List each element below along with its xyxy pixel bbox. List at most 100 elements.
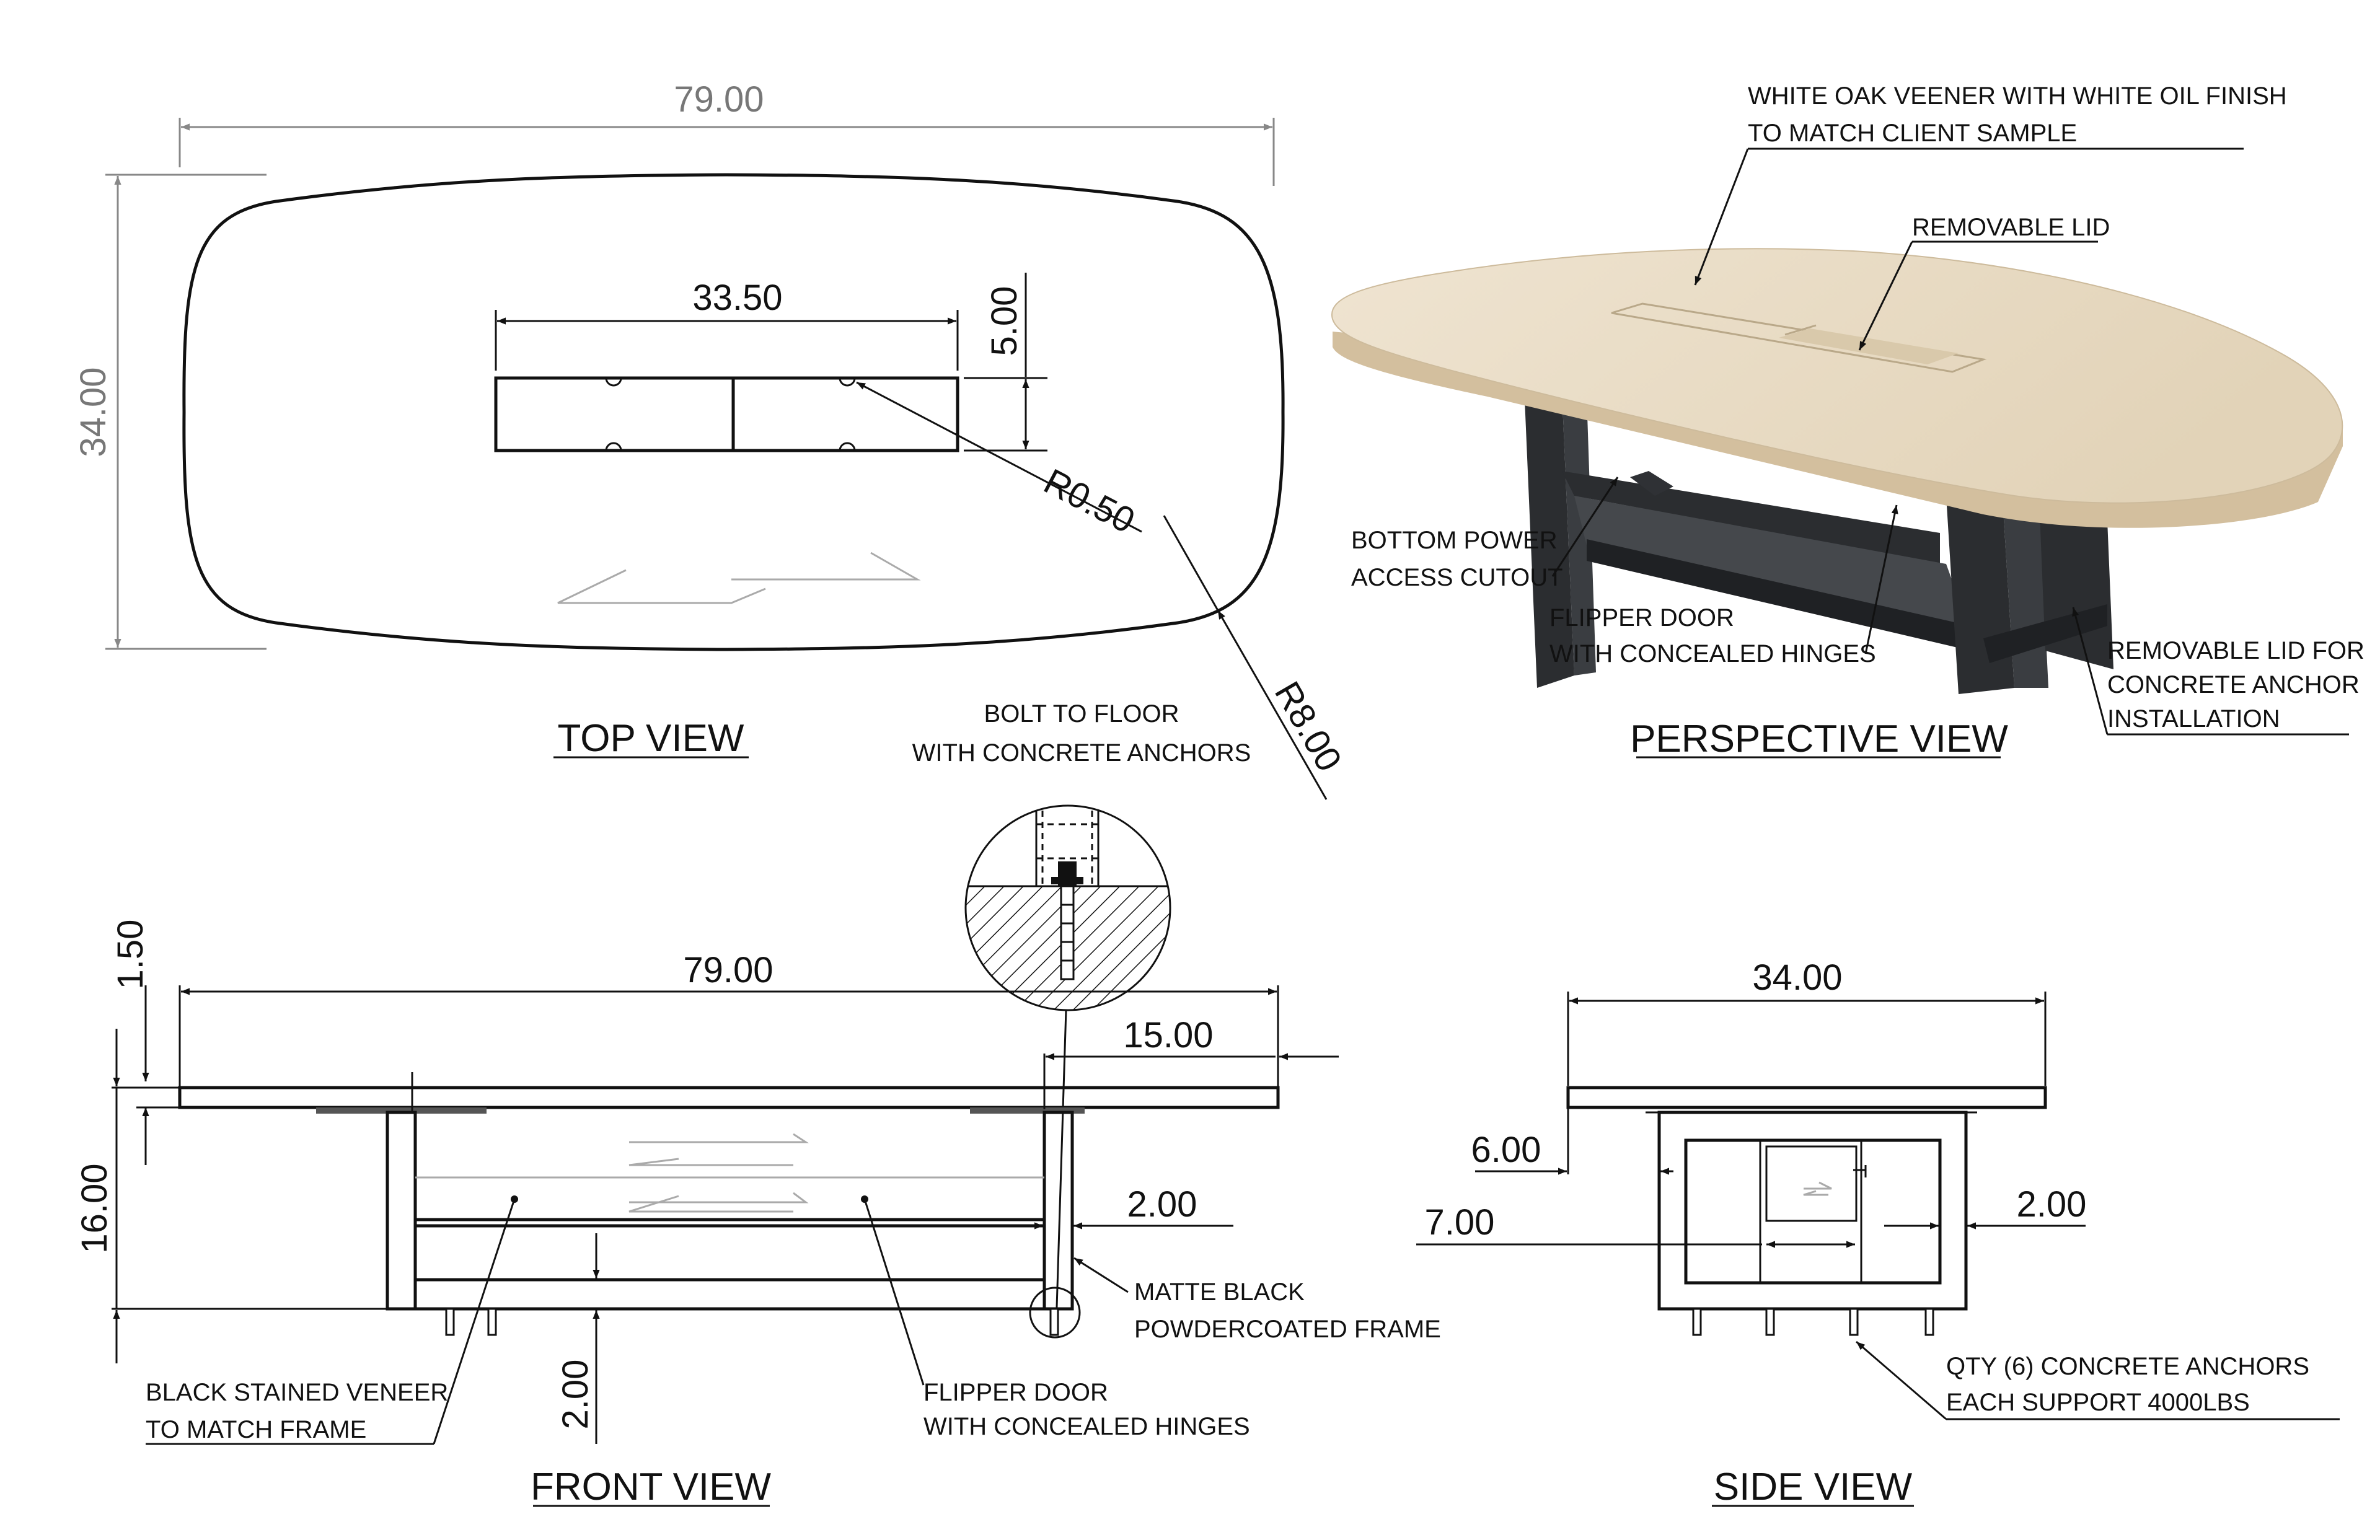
- frame-callout-line1: MATTE BLACK: [1134, 1278, 1305, 1306]
- finish-callout-line1: WHITE OAK VEENER WITH WHITE OIL FINISH: [1748, 82, 2287, 110]
- reflection-mark: [1803, 1190, 1828, 1196]
- anchor-bolt: [1060, 885, 1075, 980]
- power-cutout: [494, 376, 959, 452]
- power-callout-line1: BOTTOM POWER: [1351, 527, 1558, 554]
- perspective-view-title: PERSPECTIVE VIEW: [1630, 718, 2008, 760]
- finish-callout-line2: TO MATCH CLIENT SAMPLE: [1748, 120, 2077, 147]
- edge-radius-leader: [1163, 515, 1219, 611]
- radius-leader: [856, 381, 1142, 533]
- side-view-title: SIDE VIEW: [1714, 1466, 1913, 1508]
- anchor-washer: [1051, 877, 1083, 884]
- side-table-top: [1566, 1086, 2047, 1109]
- reflection-mark: [628, 1195, 793, 1213]
- cutout-notch: [839, 377, 856, 387]
- reflection-mark: [731, 552, 921, 581]
- flipper-leader: [1864, 504, 1898, 654]
- front-leg-left: [386, 1111, 417, 1311]
- flipper-callout-line2: WITH CONCEALED HINGES: [1549, 640, 1876, 667]
- finish-leader: [1694, 148, 1749, 286]
- bolt-callout-line2: WITH CONCRETE ANCHORS: [912, 739, 1251, 767]
- side-frame-opening: [1684, 1138, 1942, 1285]
- front-view-title: FRONT VIEW: [531, 1466, 772, 1508]
- anchor-bolt: [1849, 1308, 1859, 1336]
- anchor-bolt: [487, 1308, 497, 1336]
- frame-leg-left: [1525, 390, 1574, 688]
- lid-outline: [1611, 302, 1987, 373]
- front-view: 79.00 1.50 16.00: [74, 920, 1441, 1508]
- leader-dot: [861, 1195, 868, 1203]
- table-top-outline: [182, 173, 1285, 651]
- top-thickness-dim: 1.50: [110, 920, 151, 990]
- lid-divider: [1784, 324, 1817, 336]
- reflection-mark: [629, 1192, 809, 1203]
- top-view-title: TOP VIEW: [558, 717, 744, 760]
- front-table-top: [178, 1086, 1280, 1109]
- anchor-bolt: [445, 1308, 455, 1336]
- anchor-lid-callout-line3: INSTALLATION: [2107, 705, 2280, 733]
- cutout-notch: [605, 377, 622, 387]
- side-width-dim: 34.00: [1752, 957, 1842, 998]
- table-top-surface: [1331, 248, 2343, 504]
- top-view: 79.00 34.00 33.50 5.00 R0.50 R8.0: [73, 79, 1350, 800]
- anchor-lid-callout-line2: CONCRETE ANCHOR: [2107, 671, 2360, 698]
- top-length-dim: 79.00: [674, 79, 764, 120]
- anchor-bolt: [1692, 1308, 1702, 1336]
- front-flipper-callout-line1: FLIPPER DOOR: [923, 1379, 1108, 1406]
- veneer-leader: [433, 1199, 516, 1445]
- lid-leader: [1858, 241, 1913, 351]
- anchor-bolt: [1924, 1308, 1934, 1336]
- frame-leg-left-side: [1562, 390, 1596, 675]
- front-bottom-bar-dim: 2.00: [555, 1360, 596, 1430]
- edge-radius-dim: R8.00: [1267, 675, 1350, 778]
- anchor-bolts: [445, 1308, 1059, 1336]
- frame-callout-line2: POWDERCOATED FRAME: [1134, 1316, 1441, 1343]
- anchor-lid-callout-line1: REMOVABLE LID FOR: [2107, 637, 2365, 664]
- anchors-leader: [1856, 1340, 1947, 1420]
- front-base-bar: [413, 1278, 1046, 1311]
- reflection-mark: [1804, 1181, 1832, 1190]
- frame-base-front: [1587, 539, 1971, 651]
- veneer-callout-line1: BLACK STAINED VENEER: [146, 1379, 448, 1406]
- edge-radius-leader: [1217, 610, 1328, 800]
- corner-radius-dim: R0.50: [1038, 461, 1141, 541]
- lid-callout: REMOVABLE LID: [1912, 214, 2110, 241]
- power-callout-line2: ACCESS CUTOUT: [1351, 564, 1563, 591]
- flipper-leader: [863, 1199, 925, 1386]
- top-cleat: [316, 1107, 487, 1114]
- front-offset-dim: 15.00: [1123, 1015, 1213, 1055]
- bolt-callout-line1: BOLT TO FLOOR: [984, 700, 1179, 728]
- front-stretcher: [413, 1218, 1046, 1228]
- perspective-view: WHITE OAK VEENER WITH WHITE OIL FINISH T…: [1331, 82, 2365, 760]
- frame-leader: [1073, 1257, 1129, 1293]
- cutout-width-dim: 5.00: [984, 286, 1025, 356]
- side-frame-width-dim: 2.00: [2017, 1184, 2087, 1225]
- detail-marker: [1029, 1287, 1081, 1339]
- veneer-callout-line2: TO MATCH FRAME: [146, 1416, 366, 1443]
- side-anchor-bolts: [1692, 1308, 1934, 1336]
- reflection-mark: [557, 569, 766, 604]
- cutout-notch: [605, 442, 622, 451]
- side-overhang-dim: 6.00: [1471, 1130, 1541, 1170]
- front-flipper-callout-line2: WITH CONCEALED HINGES: [923, 1413, 1250, 1440]
- front-length-dim: 79.00: [683, 950, 773, 990]
- top-width-dim: 34.00: [73, 367, 113, 457]
- anchor-detail: BOLT TO FLOOR WITH CONCRETE ANCHORS: [912, 700, 1251, 1308]
- flipper-callout-line1: FLIPPER DOOR: [1549, 604, 1734, 631]
- removable-lid: [1779, 328, 1959, 364]
- cutout-length-dim: 33.50: [692, 278, 782, 318]
- cutout-notch: [839, 442, 856, 451]
- front-height-dim: 16.00: [74, 1163, 115, 1253]
- power-access-cutout: [1630, 471, 1673, 496]
- anchors-callout-line1: QTY (6) CONCRETE ANCHORS: [1946, 1353, 2309, 1380]
- side-inset-dim: 7.00: [1425, 1202, 1495, 1243]
- reflection-mark: [629, 1133, 809, 1143]
- front-frame-width-dim: 2.00: [1127, 1184, 1197, 1225]
- frame-base-plate: [1574, 496, 1971, 632]
- side-frame: [1657, 1111, 1968, 1311]
- detail-circle: [964, 804, 1171, 1011]
- power-leader: [1551, 477, 1619, 577]
- reflection-mark: [628, 1158, 793, 1166]
- side-view: 34.00 6.00 7.00 2.00: [1416, 957, 2340, 1508]
- anchors-callout-line2: EACH SUPPORT 4000LBS: [1946, 1389, 2250, 1416]
